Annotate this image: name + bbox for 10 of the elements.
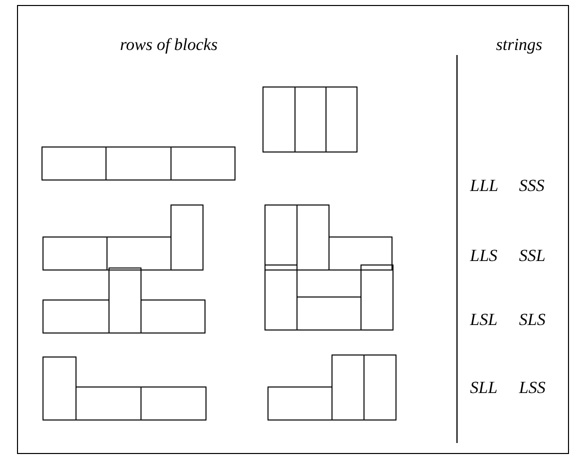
string-label: SLL — [470, 378, 498, 398]
string-label: SSS — [519, 176, 544, 196]
string-label: LLL — [470, 176, 498, 196]
string-label: SSL — [519, 246, 546, 266]
heading: strings — [496, 35, 542, 55]
string-label: LSL — [470, 310, 498, 330]
string-label: LLS — [470, 246, 498, 266]
string-label: SLS — [519, 310, 546, 330]
string-label: LSS — [519, 378, 546, 398]
heading: rows of blocks — [120, 35, 218, 55]
